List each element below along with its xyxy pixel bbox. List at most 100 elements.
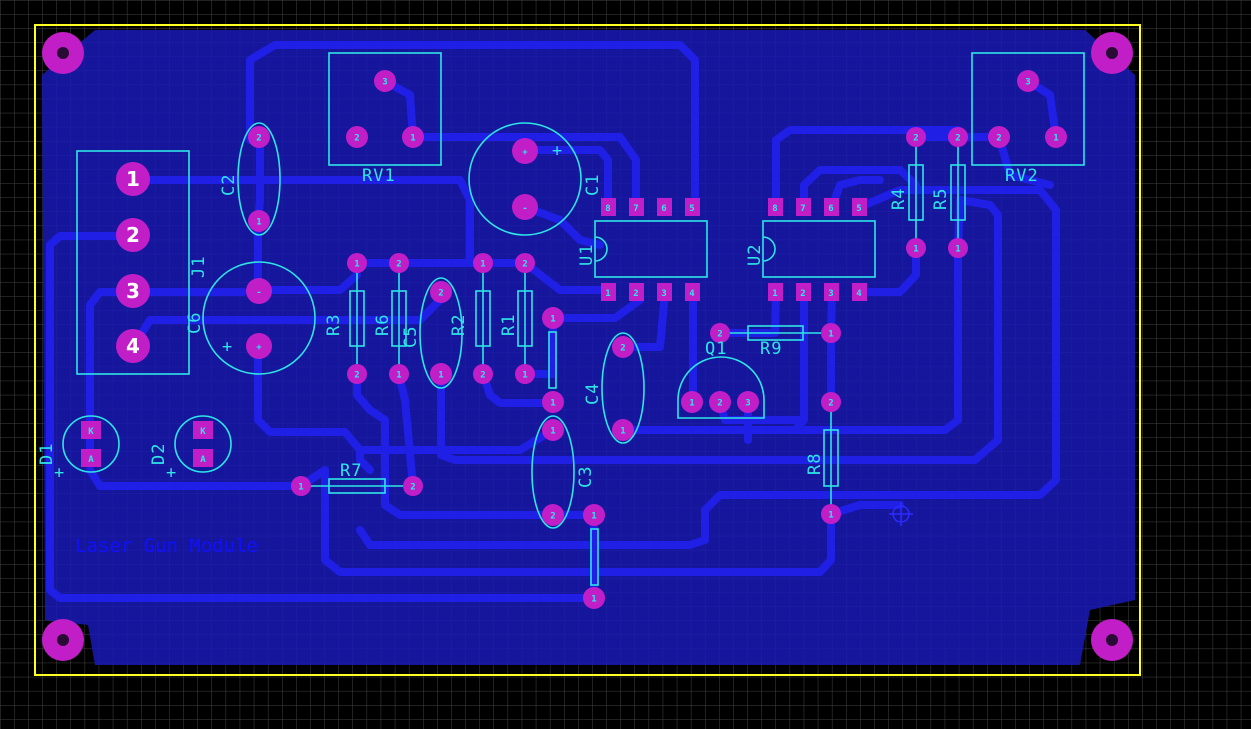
svg-text:2: 2 bbox=[633, 289, 638, 299]
svg-text:1: 1 bbox=[298, 483, 303, 493]
svg-text:+: + bbox=[552, 141, 563, 161]
svg-text:+: + bbox=[256, 343, 262, 353]
q1: 1 2 3 Q1 bbox=[677, 339, 765, 419]
svg-text:2: 2 bbox=[717, 330, 722, 340]
rv1: 3 2 1 RV1 bbox=[328, 52, 442, 186]
svg-text:1: 1 bbox=[126, 167, 140, 191]
svg-text:+: + bbox=[166, 463, 177, 483]
svg-text:1: 1 bbox=[438, 371, 443, 381]
r7-label: R7 bbox=[340, 461, 362, 481]
r1-label: R1 bbox=[499, 314, 519, 336]
r9: 2 1 R9 bbox=[710, 323, 841, 359]
svg-text:3: 3 bbox=[661, 289, 666, 299]
svg-text:1: 1 bbox=[828, 511, 833, 521]
d1-label: D1 bbox=[37, 443, 57, 465]
svg-text:+: + bbox=[222, 337, 233, 357]
svg-text:2: 2 bbox=[800, 289, 805, 299]
r8: 2 1 R8 bbox=[805, 392, 841, 524]
j1-label: J1 bbox=[189, 256, 209, 278]
rv1-label: RV1 bbox=[362, 166, 396, 186]
svg-text:1: 1 bbox=[550, 427, 555, 437]
svg-text:3: 3 bbox=[1025, 78, 1030, 88]
svg-text:1: 1 bbox=[550, 399, 555, 409]
c2-label: C2 bbox=[219, 174, 239, 196]
svg-text:1: 1 bbox=[620, 427, 625, 437]
svg-text:3: 3 bbox=[745, 399, 750, 409]
r6-label: R6 bbox=[373, 314, 393, 336]
svg-text:8: 8 bbox=[605, 204, 610, 214]
c5-label: C5 bbox=[401, 326, 421, 348]
d2-label: D2 bbox=[149, 443, 169, 465]
svg-text:4: 4 bbox=[689, 289, 695, 299]
svg-text:2: 2 bbox=[396, 260, 401, 270]
svg-text:5: 5 bbox=[856, 204, 861, 214]
c4-label: C4 bbox=[583, 383, 603, 405]
r2-label: R2 bbox=[449, 314, 469, 336]
svg-text:3: 3 bbox=[828, 289, 833, 299]
jumper-1: 1 1 bbox=[542, 307, 564, 413]
svg-text:6: 6 bbox=[828, 204, 833, 214]
jumper-2: 1 1 bbox=[583, 504, 605, 609]
r2: 1 2 R2 bbox=[449, 253, 493, 384]
svg-text:2: 2 bbox=[717, 399, 722, 409]
svg-text:2: 2 bbox=[620, 344, 625, 354]
u1-label: U1 bbox=[577, 244, 597, 266]
j1: 1 2 3 4 J1 bbox=[76, 150, 209, 375]
c6: - + + C6 bbox=[185, 261, 316, 375]
r5: 2 1 R5 bbox=[931, 127, 968, 258]
svg-text:-: - bbox=[256, 288, 261, 298]
svg-text:7: 7 bbox=[800, 204, 805, 214]
u2: 8 7 6 5 1 2 3 4 U2 bbox=[745, 198, 876, 301]
svg-text:K: K bbox=[88, 427, 94, 437]
svg-text:1: 1 bbox=[591, 512, 596, 522]
svg-text:1: 1 bbox=[913, 245, 918, 255]
svg-text:2: 2 bbox=[828, 399, 833, 409]
r5-label: R5 bbox=[931, 188, 951, 210]
svg-text:1: 1 bbox=[1053, 134, 1058, 144]
svg-text:2: 2 bbox=[438, 289, 443, 299]
rv2-label: RV2 bbox=[1005, 166, 1039, 186]
svg-text:2: 2 bbox=[480, 371, 485, 381]
svg-text:-: - bbox=[522, 204, 527, 214]
svg-text:2: 2 bbox=[955, 134, 960, 144]
svg-text:2: 2 bbox=[126, 223, 140, 247]
svg-text:3: 3 bbox=[382, 78, 387, 88]
svg-text:1: 1 bbox=[354, 260, 359, 270]
board-title: Laser Gun Module bbox=[75, 535, 258, 557]
r3: 1 2 R3 bbox=[324, 253, 367, 384]
svg-text:+: + bbox=[522, 148, 528, 158]
svg-text:2: 2 bbox=[522, 260, 527, 270]
svg-text:6: 6 bbox=[661, 204, 666, 214]
svg-text:A: A bbox=[200, 455, 206, 465]
q1-label: Q1 bbox=[705, 339, 727, 359]
u2-label: U2 bbox=[745, 244, 765, 266]
svg-text:1: 1 bbox=[396, 371, 401, 381]
rv2: 3 2 1 RV2 bbox=[971, 52, 1085, 186]
c4: 2 1 C4 bbox=[583, 332, 645, 444]
r7: 1 2 R7 bbox=[291, 461, 423, 496]
svg-text:1: 1 bbox=[480, 260, 485, 270]
svg-text:1: 1 bbox=[828, 330, 833, 340]
svg-text:1: 1 bbox=[772, 289, 777, 299]
r4-label: R4 bbox=[889, 188, 909, 210]
svg-text:1: 1 bbox=[605, 289, 610, 299]
r8-label: R8 bbox=[805, 453, 825, 475]
svg-text:2: 2 bbox=[410, 483, 415, 493]
svg-text:A: A bbox=[88, 455, 94, 465]
svg-text:8: 8 bbox=[772, 204, 777, 214]
svg-text:7: 7 bbox=[633, 204, 638, 214]
c1-label: C1 bbox=[583, 174, 603, 196]
r6: 2 1 R6 bbox=[373, 253, 409, 384]
origin-marker bbox=[889, 502, 913, 526]
svg-text:4: 4 bbox=[856, 289, 862, 299]
d1: K A + D1 bbox=[37, 415, 120, 483]
r3-label: R3 bbox=[324, 314, 344, 336]
svg-text:1: 1 bbox=[550, 315, 555, 325]
svg-text:2: 2 bbox=[913, 134, 918, 144]
svg-text:K: K bbox=[200, 427, 206, 437]
u1: 8 7 6 5 1 2 3 4 U1 bbox=[577, 198, 708, 301]
svg-text:1: 1 bbox=[256, 218, 261, 228]
c5: 2 1 C5 bbox=[401, 277, 463, 389]
r4: 2 1 R4 bbox=[889, 127, 926, 258]
